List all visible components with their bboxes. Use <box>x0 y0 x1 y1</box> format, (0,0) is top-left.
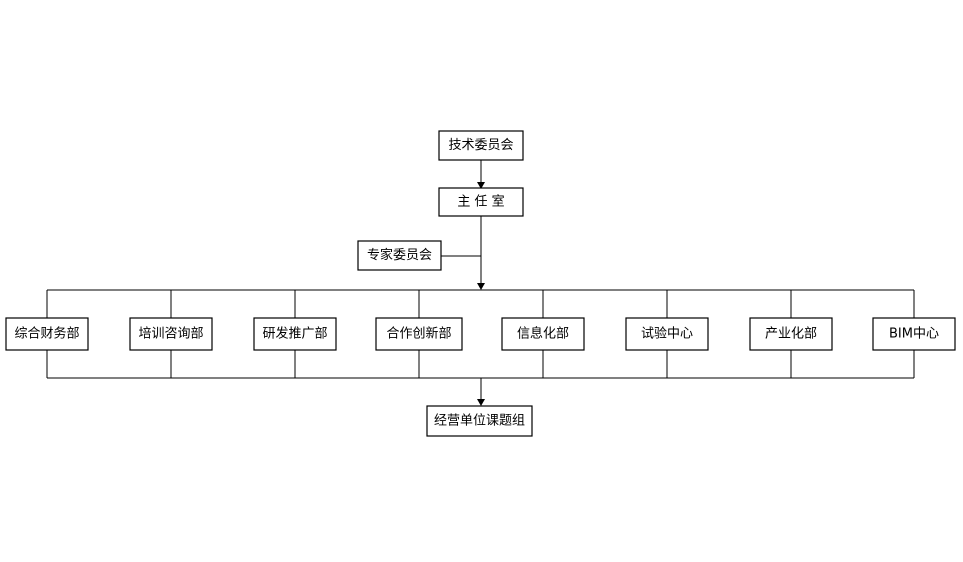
box-director-label: 主 任 室 <box>457 194 504 210</box>
dept-box-8-label: BIM中心 <box>889 327 939 342</box>
dept-box-5: 信息化部 <box>501 317 585 351</box>
dept-box-6-frame <box>625 317 709 351</box>
dept-box-4: 合作创新部 <box>375 317 463 351</box>
box-director: 主 任 室 <box>438 187 524 217</box>
dept-box-3-frame <box>253 317 337 351</box>
box-top-frame <box>438 130 524 161</box>
arrowhead-hub <box>477 283 485 290</box>
dept-box-3-label: 研发推广部 <box>262 326 327 342</box>
dept-drops <box>46 290 915 378</box>
box-top: 技术委员会 <box>438 130 524 161</box>
box-expert-label: 专家委员会 <box>367 247 432 263</box>
box-bottom: 经营单位课题组 <box>426 405 533 437</box>
arrowhead-director <box>477 182 485 189</box>
dept-box-2-label: 培训咨询部 <box>138 326 203 342</box>
dept-box-1-frame <box>5 317 89 351</box>
boxes: 技术委员会 主 任 室 专家委员会 综合财务部 培训咨询部 研发推广部 合作创新… <box>5 130 956 437</box>
dept-box-7-frame <box>749 317 833 351</box>
box-top-label: 技术委员会 <box>448 138 513 153</box>
dept-box-5-label: 信息化部 <box>517 326 569 342</box>
box-expert: 专家委员会 <box>357 240 442 271</box>
connectors <box>46 160 915 406</box>
arrowhead-bottom <box>477 399 485 406</box>
dept-box-6: 试验中心 <box>625 317 709 351</box>
dept-box-8: BIM中心 <box>872 317 956 351</box>
dept-box-3: 研发推广部 <box>253 317 337 351</box>
dept-box-7: 产业化部 <box>749 317 833 351</box>
box-bottom-frame <box>426 405 533 437</box>
dept-box-8-frame <box>872 317 956 351</box>
dept-box-2-frame <box>129 317 213 351</box>
dept-box-4-label: 合作创新部 <box>386 326 451 342</box>
dept-box-7-label: 产业化部 <box>765 327 817 342</box>
box-bottom-label: 经营单位课题组 <box>434 414 525 429</box>
dept-box-1-label: 综合财务部 <box>14 326 79 342</box>
box-director-frame <box>438 187 524 217</box>
dept-box-1: 综合财务部 <box>5 317 89 351</box>
box-expert-frame <box>357 240 442 271</box>
dept-box-4-frame <box>375 317 463 351</box>
dept-box-5-frame <box>501 317 585 351</box>
dept-box-6-label: 试验中心 <box>641 326 693 342</box>
dept-box-2: 培训咨询部 <box>129 317 213 351</box>
